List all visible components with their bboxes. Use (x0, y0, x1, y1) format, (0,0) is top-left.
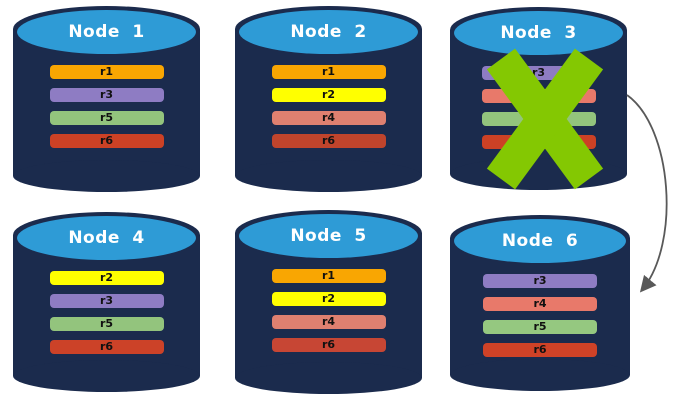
replica-bar: r1 (271, 269, 386, 283)
replica-bar: r4 (271, 111, 386, 125)
replica-bar: r3 (483, 274, 597, 288)
replica-bar: r5 (49, 317, 164, 331)
replica-bar: r3 (49, 294, 164, 308)
cylinder-cap: Node 6 (454, 219, 626, 263)
cylinder-bottom (450, 158, 627, 190)
replica-bar: r3 (481, 66, 596, 80)
replica-bar: r6 (49, 134, 164, 148)
replica-bar: r5 (483, 320, 597, 334)
cylinder-bottom (235, 160, 422, 192)
replica-bar: r6 (271, 338, 386, 352)
replica-bar: r6 (483, 343, 597, 357)
replica-bar: r2 (271, 88, 386, 102)
failover-arrow (626, 94, 668, 293)
node-4: Node 4 r2 r3 r5 r6 (13, 212, 200, 392)
replica-bar: r6 (271, 134, 386, 148)
cylinder-cap: Node 4 (17, 216, 196, 260)
cylinder-cap: Node 2 (239, 10, 418, 54)
node-3: Node 3 r3 (450, 7, 627, 190)
node-title: Node 4 (68, 228, 145, 248)
cylinder-bottom (13, 360, 200, 392)
replica-bar: r2 (271, 292, 386, 306)
node-1: Node 1 r1 r3 r5 r6 (13, 6, 200, 192)
replica-bar: r1 (271, 65, 386, 79)
node-5: Node 5 r1 r2 r4 r6 (235, 210, 422, 394)
node-title: Node 1 (68, 22, 145, 42)
cylinder-cap: Node 5 (239, 214, 418, 258)
replica-list: r3 r4 r5 r6 (450, 274, 630, 366)
replica-bar (481, 89, 596, 103)
replica-list: r3 (450, 66, 627, 158)
node-title: Node 5 (290, 226, 367, 246)
replica-bar: r3 (49, 88, 164, 102)
node-2: Node 2 r1 r2 r4 r6 (235, 6, 422, 192)
replica-list: r1 r2 r4 r6 (235, 269, 422, 361)
replica-bar: r4 (483, 297, 597, 311)
replica-bar: r4 (271, 315, 386, 329)
cylinder-bottom (235, 362, 422, 394)
cylinder-bottom (450, 359, 630, 391)
replica-bar (481, 135, 596, 149)
replica-list: r2 r3 r5 r6 (13, 271, 200, 363)
replica-list: r1 r2 r4 r6 (235, 65, 422, 157)
cylinder-bottom (13, 160, 200, 192)
replica-bar: r2 (49, 271, 164, 285)
node-title: Node 2 (290, 22, 367, 42)
replica-bar: r5 (49, 111, 164, 125)
replica-bar: r6 (49, 340, 164, 354)
replica-bar: r1 (49, 65, 164, 79)
cylinder-cap: Node 1 (17, 10, 196, 54)
node-title: Node 6 (501, 231, 579, 251)
replica-bar (481, 112, 596, 126)
node-title: Node 3 (500, 23, 577, 43)
node-6: Node 6 r3 r4 r5 r6 (450, 215, 630, 391)
cylinder-cap: Node 3 (454, 11, 623, 55)
replica-list: r1 r3 r5 r6 (13, 65, 200, 157)
